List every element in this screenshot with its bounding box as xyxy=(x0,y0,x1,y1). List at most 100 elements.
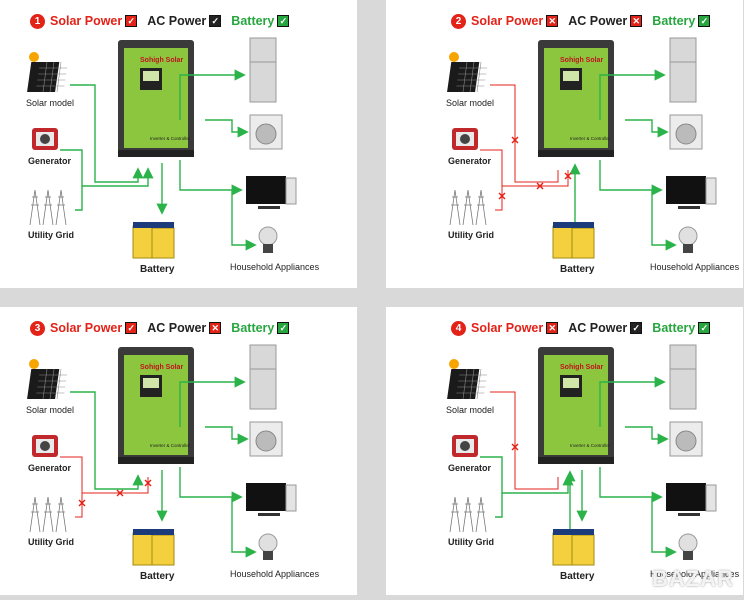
brand-text: Sohigh Solar xyxy=(560,364,603,371)
battery-label: Battery xyxy=(231,14,275,28)
header: 4 Solar Power ✕ AC Power ✓ Battery ✓ xyxy=(451,318,711,338)
cross-icon xyxy=(564,172,572,180)
cross-icon xyxy=(536,182,544,190)
ac-label: AC Power xyxy=(147,321,207,335)
utility-grid-icon xyxy=(29,496,67,533)
brand-text: Sohigh Solar xyxy=(140,57,183,64)
connector-line xyxy=(599,69,666,120)
computer-icon xyxy=(246,176,297,209)
connector-line xyxy=(70,391,144,490)
connector-line xyxy=(599,467,663,503)
inverter-text: Inverter & Controller xyxy=(150,136,191,141)
connector-line xyxy=(599,160,663,196)
utility-grid-icon xyxy=(449,189,487,226)
solar-model-label: Solar model xyxy=(26,405,75,415)
battery-icon xyxy=(552,529,595,566)
household-label: Household Appliances xyxy=(650,262,740,272)
cross-icon xyxy=(78,499,86,507)
battery-text: Battery xyxy=(140,264,175,275)
generator-label: Generator xyxy=(448,463,492,473)
battery-label: Battery xyxy=(652,14,696,28)
check-icon: ✓ xyxy=(125,322,138,334)
connector-line xyxy=(205,426,249,445)
check-icon: ✓ xyxy=(698,15,711,27)
generator-label: Generator xyxy=(28,156,72,166)
refrigerator-icon xyxy=(669,344,697,410)
ac-label: AC Power xyxy=(147,14,207,28)
connector-line xyxy=(231,497,257,558)
refrigerator-icon xyxy=(669,37,697,103)
check-icon: ✓ xyxy=(209,15,222,27)
step-number: 2 xyxy=(451,13,466,29)
solar-model-label: Solar model xyxy=(446,405,495,415)
sun-icon xyxy=(449,359,459,369)
generator-icon xyxy=(452,435,478,457)
connector-line xyxy=(75,186,83,211)
connector-line xyxy=(70,84,144,183)
utility-grid-icon xyxy=(29,189,67,226)
sun-icon xyxy=(29,359,39,369)
generator-label: Generator xyxy=(28,463,72,473)
refrigerator-icon xyxy=(249,37,277,103)
step-number: 3 xyxy=(30,320,45,336)
solar-panel-icon xyxy=(27,61,68,93)
solar-model-label: Solar model xyxy=(446,98,495,108)
household-label: Household Appliances xyxy=(650,569,740,579)
cross-icon: ✕ xyxy=(209,322,222,334)
solar-panel-icon xyxy=(27,368,68,400)
header: 2 Solar Power ✕ AC Power ✕ Battery ✓ xyxy=(451,11,711,31)
connector-line xyxy=(179,69,246,120)
connector-line xyxy=(205,119,249,138)
solar-label: Solar Power xyxy=(50,321,123,335)
cross-icon: ✕ xyxy=(546,322,559,334)
generator-label: Generator xyxy=(448,156,492,166)
connector-line xyxy=(625,119,669,138)
inverter-text: Inverter & Controller xyxy=(570,136,611,141)
battery-text: Battery xyxy=(560,264,595,275)
battery-text: Battery xyxy=(560,571,595,582)
generator-icon xyxy=(32,435,58,457)
light-bulb-icon xyxy=(258,533,278,560)
battery-label: Battery xyxy=(231,321,275,335)
check-icon: ✓ xyxy=(125,15,138,27)
washing-machine-icon xyxy=(249,114,283,150)
connector-line xyxy=(75,493,83,518)
household-label: Household Appliances xyxy=(230,262,320,272)
washing-machine-icon xyxy=(249,421,283,457)
utility-grid-label: Utility Grid xyxy=(448,537,495,547)
cross-icon xyxy=(511,136,519,144)
solar-panel-icon xyxy=(447,61,488,93)
ac-label: AC Power xyxy=(568,14,628,28)
connector-line xyxy=(179,467,243,503)
battery-icon xyxy=(132,222,175,259)
computer-icon xyxy=(666,176,717,209)
solar-panel-icon xyxy=(447,368,488,400)
cross-icon xyxy=(116,489,124,497)
connector-line xyxy=(490,84,559,183)
check-icon: ✓ xyxy=(277,15,290,27)
connector-line xyxy=(495,186,503,211)
washing-machine-icon xyxy=(669,421,703,457)
solar-label: Solar Power xyxy=(471,14,544,28)
light-bulb-icon xyxy=(678,533,698,560)
battery-label: Battery xyxy=(652,321,696,335)
battery-icon xyxy=(552,222,595,259)
cross-icon xyxy=(498,192,506,200)
panel-2: 2 Solar Power ✕ AC Power ✕ Battery ✓ Soh… xyxy=(386,0,743,288)
sun-icon xyxy=(29,52,39,62)
check-icon: ✓ xyxy=(698,322,711,334)
inverter-text: Inverter & Controller xyxy=(570,443,611,448)
battery-text: Battery xyxy=(140,571,175,582)
cross-icon xyxy=(511,443,519,451)
refrigerator-icon xyxy=(249,344,277,410)
sun-icon xyxy=(449,52,459,62)
check-icon: ✓ xyxy=(277,322,290,334)
cross-icon: ✕ xyxy=(630,15,643,27)
panel-1: 1 Solar Power ✓ AC Power ✓ Battery ✓ Soh… xyxy=(0,0,357,288)
connector-line xyxy=(490,391,559,490)
connector-line xyxy=(651,497,677,558)
